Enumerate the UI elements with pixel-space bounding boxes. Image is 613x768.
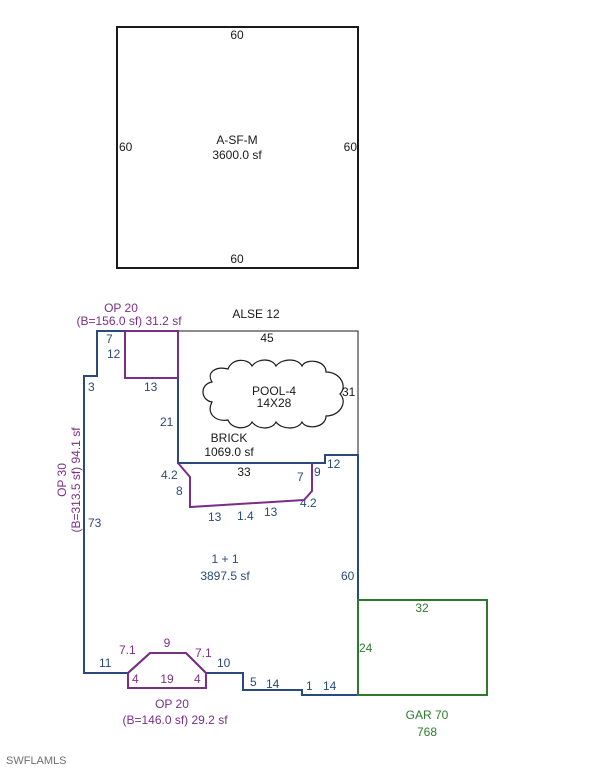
pool-outline	[202, 359, 344, 429]
alse-label: ALSE 12	[232, 307, 280, 321]
op20-top-detail: (B=156.0 sf) 31.2 sf	[76, 314, 182, 328]
alse-dim-top: 45	[260, 331, 274, 345]
main-living-outline	[83, 330, 359, 696]
main-dim-right: 60	[341, 569, 355, 583]
garage-area: 768	[417, 725, 437, 739]
main-dim-top-left: 7	[106, 332, 113, 346]
pool-size: 14X28	[257, 396, 292, 410]
main-dim-left: 73	[88, 516, 102, 530]
a-sf-m-area: 3600.0 sf	[212, 148, 262, 162]
op20-bottom-dim-left-diag: 7.1	[119, 643, 136, 657]
garage-dim-left: 24	[359, 641, 373, 655]
op20-bottom-label: OP 20	[155, 697, 189, 711]
main-dim-bottom-b: 1.4	[237, 509, 254, 523]
main-dim-bottom-c: 13	[264, 505, 278, 519]
brick-label: BRICK	[211, 431, 248, 445]
main-dim-bottom-right-4: 1	[306, 679, 313, 693]
main-dim-step-b: 8	[176, 484, 183, 498]
main-dim-bottom-right-5: 14	[323, 679, 337, 693]
main-area: 3897.5 sf	[200, 569, 250, 583]
a-sf-m-label: A-SF-M	[216, 133, 257, 147]
brick-dim-inner-top: 33	[237, 465, 251, 479]
op20-bottom-dim-bottom: 19	[160, 672, 174, 686]
main-dim-bottom-right-3: 14	[266, 677, 280, 691]
main-dim-top-right-a: 9	[314, 465, 321, 479]
alse-dim-right: 31	[342, 385, 356, 399]
pool-label: POOL-4	[252, 384, 296, 398]
main-dim-left-top: 3	[88, 380, 95, 394]
op20-bottom-detail: (B=146.0 sf) 29.2 sf	[122, 713, 228, 727]
op20-top-dim-left: 12	[107, 347, 121, 361]
a-sf-m-dim-top: 60	[230, 28, 244, 42]
main-dim-inner-right: 7	[297, 470, 304, 484]
op20-top-dim-bottom: 13	[144, 380, 158, 394]
alse-outline	[178, 330, 359, 455]
op20-bottom-dim-left: 4	[132, 672, 139, 686]
brick-area: 1069.0 sf	[204, 445, 254, 459]
brick-patio-outline	[177, 462, 313, 509]
op30-detail: (B=313.5 sf) 94.1 sf	[69, 427, 83, 533]
op20-bottom-outline	[127, 652, 207, 689]
garage-dim-top: 32	[415, 601, 429, 615]
op20-top-outline	[124, 330, 179, 379]
op30-label-group: OP 30 (B=313.5 sf) 94.1 sf	[55, 427, 83, 533]
main-dim-top-right-b: 12	[327, 457, 341, 471]
a-sf-m-dim-left: 60	[119, 140, 133, 154]
main-dim-bottom-right-1: 10	[217, 656, 231, 670]
op30-label: OP 30	[55, 463, 69, 497]
op20-bottom-dim-right: 4	[194, 672, 201, 686]
a-sf-m-dim-bottom: 60	[230, 252, 244, 266]
main-dim-bottom-a: 13	[208, 510, 222, 524]
main-dim-bottom-left: 11	[99, 656, 112, 670]
main-label: 1 + 1	[211, 552, 238, 566]
op20-bottom-dim-top: 9	[164, 636, 171, 650]
watermark: SWFLAMLS	[6, 755, 67, 767]
a-sf-m-outline	[116, 26, 359, 269]
a-sf-m-dim-right: 60	[344, 140, 358, 154]
op20-bottom-dim-right-diag: 7.1	[195, 646, 212, 660]
op20-top-label: OP 20	[104, 301, 138, 315]
garage-label: GAR 70	[406, 708, 449, 722]
main-dim-step-a: 4.2	[161, 468, 178, 482]
main-dim-step-c: 4.2	[300, 496, 317, 510]
main-dim-inner-left: 21	[160, 415, 174, 429]
garage-outline	[357, 599, 488, 696]
main-dim-bottom-right-2: 5	[250, 675, 257, 689]
